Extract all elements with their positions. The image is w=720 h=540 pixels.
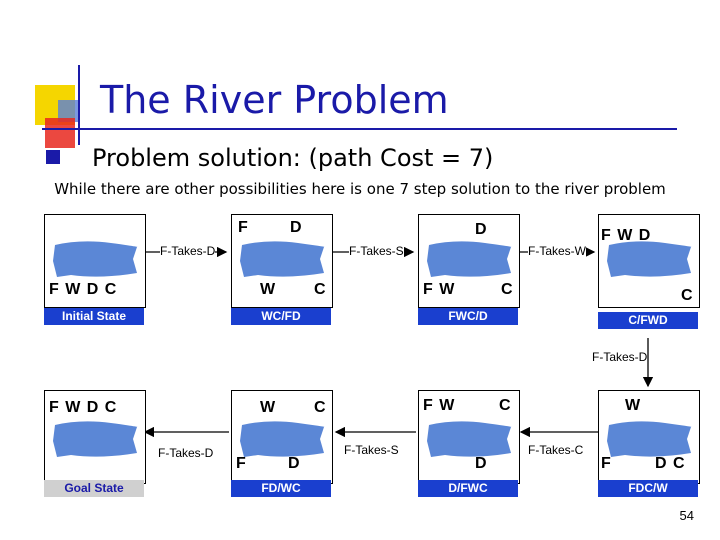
bullet-icon [46, 150, 60, 164]
state-box-fwc-d: D F W C [418, 214, 520, 308]
bank-bottom-left-label: F W [423, 281, 456, 298]
bank-top-label: F W D [601, 227, 652, 244]
bank-top-right-label: D [290, 219, 303, 236]
bank-bottom-label: F W D C [49, 281, 118, 298]
action-label-3: F-Takes-W [528, 244, 586, 258]
bank-top-left-label: W [260, 399, 277, 416]
bank-bottom-right-label: C [314, 281, 327, 298]
title-vertical-rule [78, 65, 80, 145]
action-label-5: F-Takes-C [528, 443, 584, 457]
river-shape [607, 421, 692, 457]
river-shape [53, 421, 138, 457]
bank-top-right-label: C [314, 399, 327, 416]
page-number: 54 [679, 508, 694, 523]
river-shape [427, 421, 512, 457]
river-shape [240, 241, 325, 277]
title-decoration-red [45, 118, 75, 148]
bank-top-right-label: D [475, 221, 488, 238]
action-label-6: F-Takes-S [344, 443, 399, 457]
river-shape [53, 241, 138, 277]
bank-bottom-right-label: C [681, 287, 694, 304]
state-box-c-fwd: F W D C [598, 214, 700, 308]
bank-bottom-right-label: D C [655, 455, 686, 472]
title-decoration-blue [58, 100, 80, 122]
action-label-2: F-Takes-S [349, 244, 404, 258]
state-box-fdc-w: W F D C [598, 390, 700, 484]
bank-top-left-label: F W [423, 397, 456, 414]
bank-top-left-label: F [238, 219, 249, 236]
action-label-1: F-Takes-D [160, 244, 216, 258]
state-label-c-fwd: C/FWD [598, 312, 698, 329]
state-label-goal: Goal State [44, 480, 144, 497]
state-box-goal: F W D C [44, 390, 146, 484]
state-box-d-fwc: F W C D [418, 390, 520, 484]
bank-bottom-left-label: F [236, 455, 247, 472]
bank-bottom-right-label: C [501, 281, 514, 298]
title-horizontal-rule [42, 128, 677, 130]
state-label-initial: Initial State [44, 308, 144, 325]
bank-top-label: W [625, 397, 642, 414]
state-label-fd-wc: FD/WC [231, 480, 331, 497]
intro-text: While there are other possibilities here… [54, 180, 666, 198]
river-shape [427, 241, 512, 277]
river-shape [607, 241, 692, 277]
state-label-wc-fd: WC/FD [231, 308, 331, 325]
state-box-initial: F W D C [44, 214, 146, 308]
state-box-wc-fd: F D W C [231, 214, 333, 308]
slide-subtitle: Problem solution: (path Cost = 7) [92, 144, 494, 172]
bank-top-right-label: C [499, 397, 512, 414]
state-label-d-fwc: D/FWC [418, 480, 518, 497]
state-label-fwc-d: FWC/D [418, 308, 518, 325]
action-label-7: F-Takes-D [158, 446, 214, 460]
state-label-fdc-w: FDC/W [598, 480, 698, 497]
bank-bottom-left-label: F [601, 455, 612, 472]
slide-title: The River Problem [100, 78, 449, 122]
river-shape [240, 421, 325, 457]
state-box-fd-wc: W C F D [231, 390, 333, 484]
action-label-4: F-Takes-D [592, 350, 648, 364]
bank-bottom-right-label: D [475, 455, 488, 472]
bank-top-label: F W D C [49, 399, 118, 416]
bank-bottom-left-label: W [260, 281, 277, 298]
bank-bottom-right-label: D [288, 455, 301, 472]
